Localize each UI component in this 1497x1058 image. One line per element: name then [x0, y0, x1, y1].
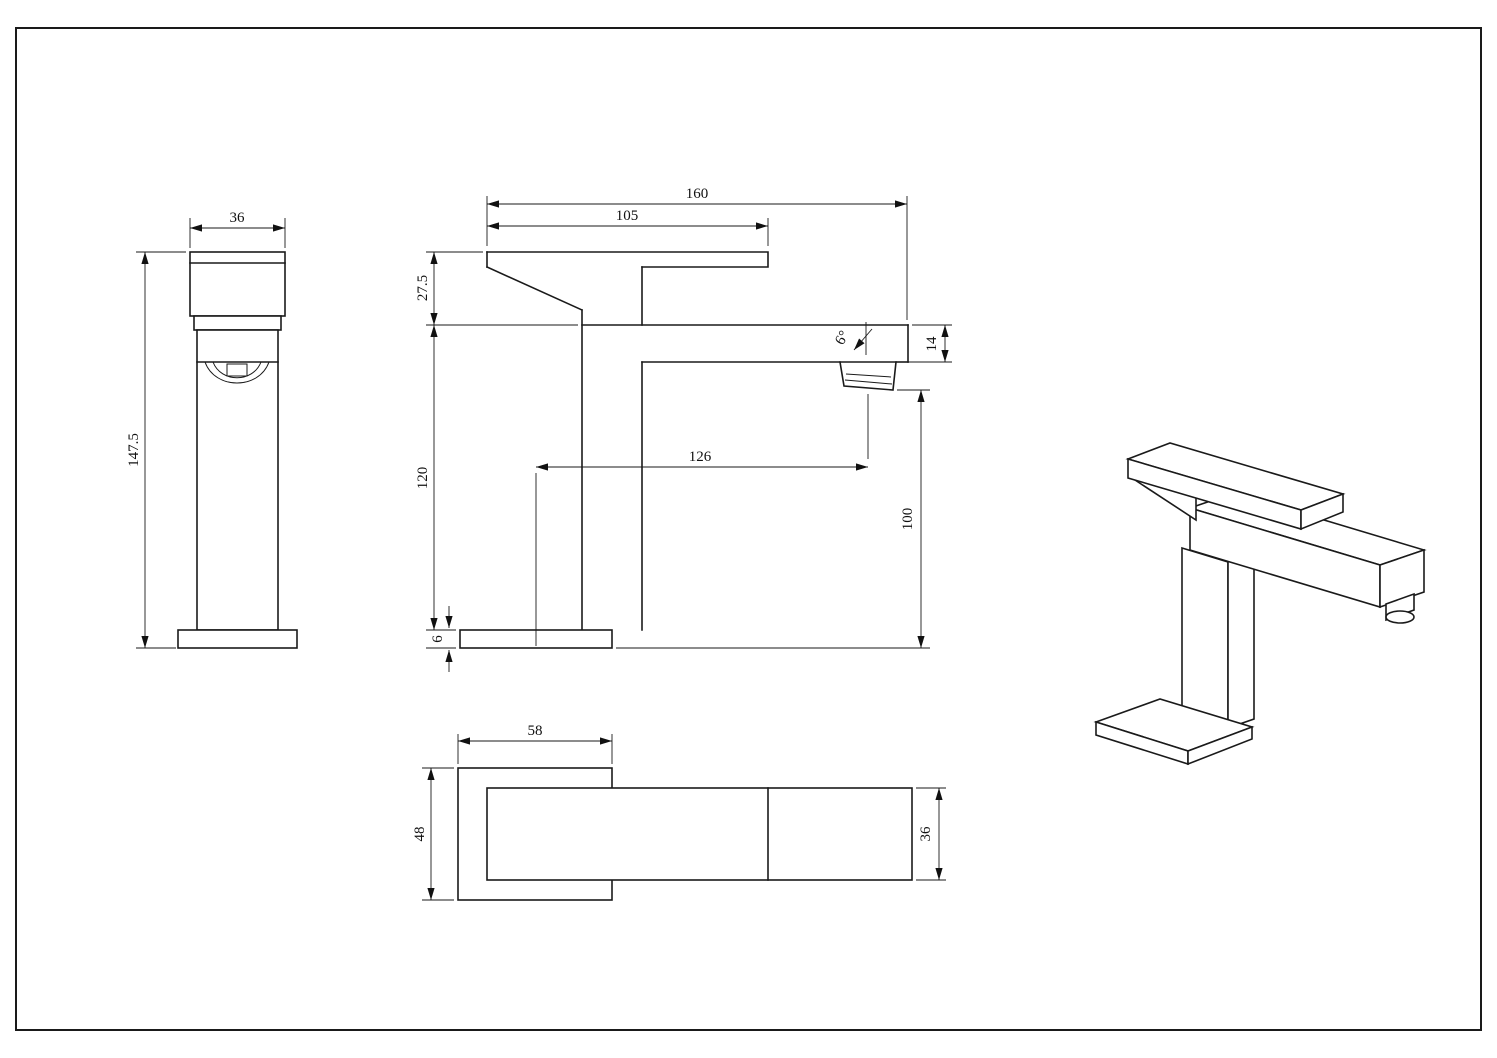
side-lever	[486, 251, 769, 268]
side-view: 160 105 27.5 120 6 126	[415, 186, 952, 672]
front-aerator-arc	[204, 361, 270, 384]
dim-label-base-height: 6	[430, 635, 446, 643]
sheet-border	[15, 27, 1482, 1031]
dim-label-plan-base-depth: 48	[412, 827, 428, 842]
isometric-view	[1093, 442, 1427, 766]
dim-label-front-width: 36	[230, 210, 246, 226]
dim-spout-angle: 6°	[832, 322, 873, 355]
side-view-outline	[459, 251, 909, 649]
dim-label-spout-reach: 126	[689, 449, 712, 465]
iso-body-side-face	[1227, 551, 1255, 730]
dim-plan-spout-width: 36	[916, 787, 946, 881]
dim-label-plan-base-width: 58	[528, 723, 543, 739]
iso-base-right-face	[1187, 725, 1253, 766]
dim-plan-base-depth: 48	[412, 767, 454, 901]
front-base	[177, 629, 298, 649]
front-aerator-slot	[226, 363, 248, 377]
iso-body-front-face	[1181, 546, 1229, 730]
dim-label-spout-thickness: 14	[924, 336, 940, 352]
dim-spout-reach: 126	[535, 394, 869, 646]
dim-label-handle-length: 105	[616, 208, 639, 224]
dim-label-outlet-height: 100	[900, 508, 916, 531]
dim-handle-length: 105	[487, 208, 769, 246]
plan-view: 58 48 36	[412, 723, 946, 901]
dim-label-handle-height: 27.5	[415, 275, 431, 301]
dim-base-height: 6	[426, 606, 456, 672]
dim-label-body-height: 120	[415, 467, 431, 490]
plan-spout	[486, 787, 913, 881]
iso-lever-end-face	[1300, 492, 1344, 531]
front-neck	[193, 315, 282, 331]
front-body	[196, 329, 279, 631]
dim-overall-length: 160	[486, 186, 908, 320]
front-handle	[189, 251, 286, 317]
dim-handle-height: 27.5	[415, 251, 578, 326]
iso-spout-end-face	[1379, 548, 1425, 609]
dim-label-overall-length: 160	[686, 186, 709, 202]
dim-label-spout-angle: 6°	[832, 328, 853, 348]
dim-plan-base-width: 58	[457, 723, 613, 764]
iso-outlet-ring	[1385, 610, 1415, 624]
side-outlet	[839, 361, 897, 391]
plan-view-outline	[457, 767, 913, 901]
dim-label-front-height: 147.5	[126, 433, 142, 467]
dim-body-height: 120	[415, 325, 456, 631]
front-view: 36 147.5	[126, 210, 298, 649]
dim-outlet-height: 100	[616, 389, 930, 649]
front-view-outline	[177, 251, 298, 649]
dim-label-plan-spout-width: 36	[918, 826, 934, 842]
front-aerator-arc-inner	[212, 361, 262, 379]
dim-front-height: 147.5	[126, 251, 186, 649]
dim-front-width: 36	[189, 210, 286, 248]
dim-spout-thickness: 14	[899, 324, 952, 363]
